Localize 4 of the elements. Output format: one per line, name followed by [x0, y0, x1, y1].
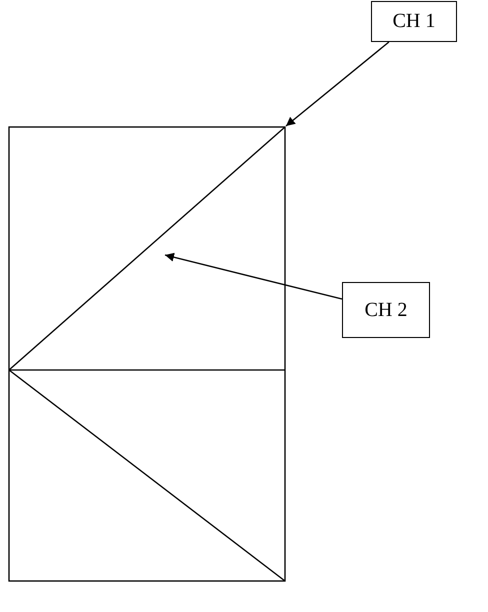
label-box: CH 1 [371, 1, 457, 42]
label-box: CH 2 [342, 282, 430, 338]
leader-arrow [286, 42, 390, 126]
leader-arrow [164, 252, 342, 300]
